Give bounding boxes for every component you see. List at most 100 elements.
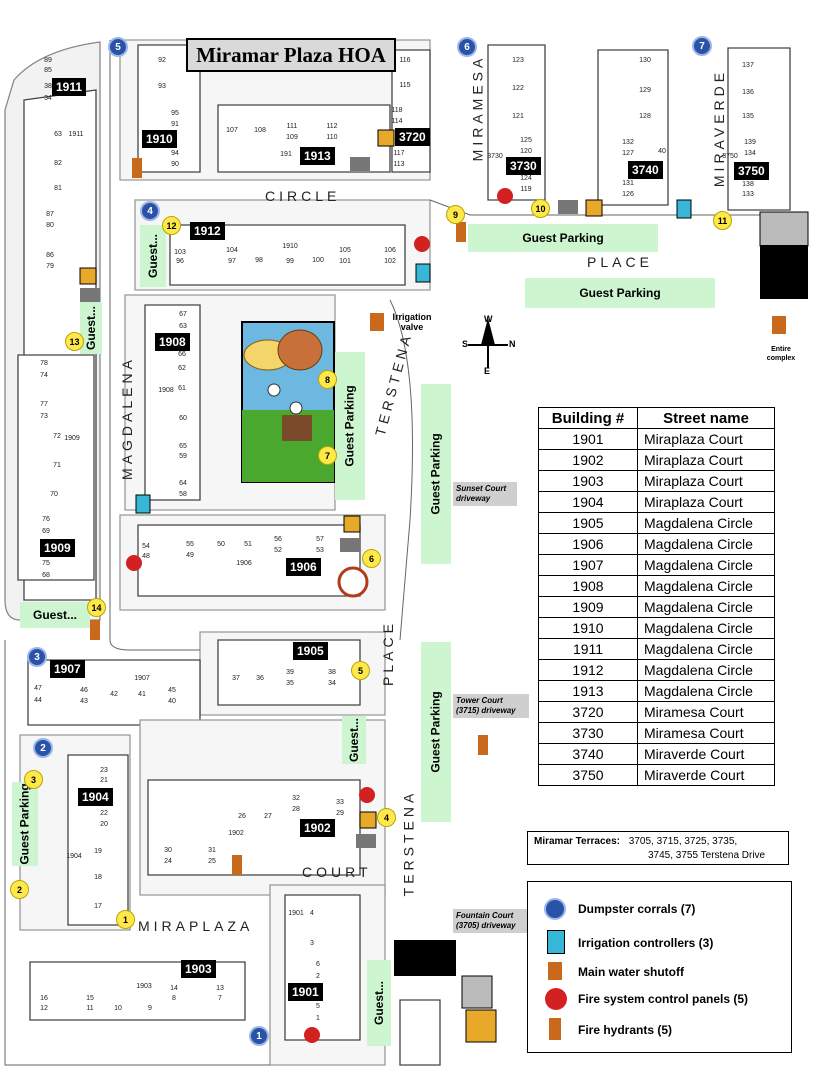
unit-number: 106 [384,247,396,254]
unit-number: 8 [172,995,176,1002]
unit-number: 28 [292,806,300,813]
legend-irrigation-label: Irrigation controllers (3) [578,936,714,950]
unit-number: 43 [80,698,88,705]
unit-number: 99 [286,258,294,265]
cell-building: 1906 [538,533,638,555]
unit-number: 92 [158,57,166,64]
unit-number: 4 [310,910,314,917]
cell-building: 1912 [538,659,638,681]
street-label-terstena-lower: TERSTENA [400,789,417,897]
unit-number: 49 [186,552,194,559]
table-header-building: Building # [538,407,638,429]
unit-number: 1902 [228,830,244,837]
unit-number: 105 [339,247,351,254]
building-label-3730: 3730 [506,157,541,175]
cell-building: 1911 [538,638,638,660]
unit-number: 71 [53,462,61,469]
unit-number: 34 [44,95,52,102]
unit-number: 53 [316,547,324,554]
terraces-line1: 3705, 3715, 3725, 3735, [628,836,738,847]
marker-8: 8 [318,370,337,389]
marker-11: 11 [713,211,732,230]
table-header-street: Street name [637,407,775,429]
terraces-label: Miramar Terraces: [534,836,620,847]
unit-number: 123 [512,57,524,64]
unit-number: 1909 [64,435,80,442]
unit-number: 24 [164,858,172,865]
unit-number: 19 [94,848,102,855]
street-label-court: COURT [302,864,372,880]
unit-number: 133 [742,191,754,198]
unit-number: 124 [520,175,532,182]
unit-number: 44 [34,697,42,704]
building-label-3740: 3740 [628,161,663,179]
unit-number: 63 [179,323,187,330]
building-label-1913: 1913 [300,147,335,165]
unit-number: 63 [54,131,62,138]
unit-number: 26 [238,813,246,820]
unit-number: 58 [179,491,187,498]
unit-number: 102 [384,258,396,265]
unit-number: 34 [328,680,336,687]
unit-number: 114 [391,118,402,125]
cell-building: 1903 [538,470,638,492]
cell-building: 1907 [538,554,638,576]
unit-number: 54 [142,543,150,550]
guest-parking-top-right: Guest Parking [525,278,715,308]
unit-number: 121 [512,113,524,120]
cell-street: Miraverde Court [637,764,775,786]
irrigation-valve-label: Irrigation valve [392,312,432,332]
unit-number: 66 [178,351,186,358]
unit-number: 78 [40,360,48,367]
water-shutoff-icon [548,962,562,980]
unit-number: 132 [622,139,634,146]
marker-2: 2 [10,880,29,899]
map-title: Miramar Plaza HOA [186,38,396,72]
unit-number: 55 [186,541,194,548]
building-label-1906: 1906 [286,558,321,576]
unit-number: 1911 [68,131,83,138]
cell-street: Miraplaza Court [637,470,775,492]
unit-number: 1910 [282,243,298,250]
unit-number: 61 [178,385,186,392]
building-label-1901: 1901 [288,983,323,1001]
unit-number: 111 [287,123,298,130]
cell-street: Magdalena Circle [637,680,775,702]
unit-number: 74 [40,372,48,379]
unit-number: 90 [171,161,179,168]
unit-number: 79 [46,263,54,270]
unit-number: 62 [178,365,186,372]
unit-number: 25 [208,858,216,865]
building-label-3750: 3750 [734,162,769,180]
unit-number: 100 [312,257,324,264]
unit-number: 75 [42,560,50,567]
cell-street: Magdalena Circle [637,659,775,681]
building-label-1904: 1904 [78,788,113,806]
marker-13: 13 [65,332,84,351]
unit-number: 64 [179,480,187,487]
unit-number: 87 [46,211,54,218]
compass-n: W [484,314,493,324]
cell-building: 3720 [538,701,638,723]
unit-number: 139 [744,139,756,146]
marker-10: 10 [531,199,550,218]
unit-number: 57 [316,536,324,543]
unit-number: 3750 [722,153,738,160]
unit-number: 20 [100,821,108,828]
unit-number: 138 [742,181,754,188]
street-label-circle: CIRCLE [265,188,341,204]
unit-number: 118 [391,107,402,114]
building-label-1910: 1910 [142,130,177,148]
terraces-line2: 3745, 3755 Terstena Drive [648,850,766,861]
unit-number: 1906 [236,560,252,567]
unit-number: 86 [46,252,54,259]
street-label-place-mid: PLACE [379,620,396,686]
unit-number: 103 [174,249,186,256]
unit-number: 48 [142,553,150,560]
